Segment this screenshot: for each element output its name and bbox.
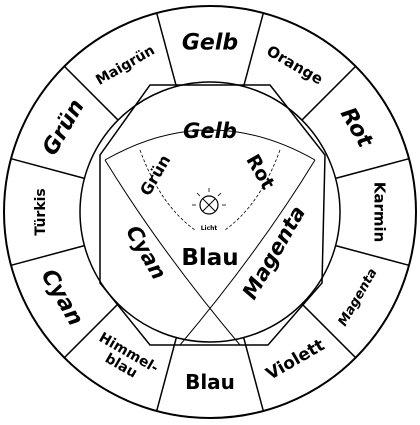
ring-divider: [335, 244, 410, 267]
center-small-label: Licht: [201, 225, 218, 232]
ring-divider: [10, 157, 85, 180]
ring-label-1: Orange: [264, 42, 327, 89]
lens-dashed-right: [224, 149, 281, 231]
lens-dashed-left: [139, 149, 196, 231]
lens-line-left: [104, 159, 241, 346]
ring-label-10: Grün: [38, 95, 90, 160]
ring-label-2: Rot: [335, 103, 378, 153]
ring-divider: [301, 65, 357, 121]
ring-label-6: Blau: [185, 370, 235, 394]
ring-divider: [63, 303, 119, 359]
ring-dividers: [10, 12, 410, 412]
lens-line-right: [179, 159, 316, 346]
lens-line-top: [104, 129, 316, 161]
inner-label-upper-left: Grün: [136, 152, 174, 199]
ring-label-7: Himmel-blau: [89, 330, 162, 390]
ring-divider: [242, 337, 265, 412]
ring-divider: [242, 12, 265, 87]
inner-label-right: Magenta: [238, 202, 311, 304]
inner-label-bottom: Blau: [181, 245, 238, 271]
inner-circle: [79, 81, 341, 343]
ring-divider: [301, 303, 357, 359]
ring-label-4: Magenta: [336, 266, 381, 329]
inner-label-top: Gelb: [183, 119, 237, 143]
outer-circle: [3, 5, 417, 419]
light-source-icon: [192, 188, 226, 215]
ring-label-5: Violett: [263, 335, 328, 384]
ring-label-8: Cyan: [36, 265, 88, 330]
inner-label-left: Cyan: [121, 221, 171, 283]
ring-divider: [63, 65, 119, 121]
ring-divider: [155, 12, 178, 87]
ring-label-11: Maigrün: [93, 42, 157, 88]
ring-divider: [10, 244, 85, 267]
ring-label-0: Gelb: [182, 31, 238, 56]
inner-label-upper-right: Rot: [241, 151, 278, 194]
ring-divider: [155, 337, 178, 412]
ring-label-9: Türkis: [33, 188, 49, 236]
ring-divider: [335, 157, 410, 180]
inner-hexagon: [99, 84, 326, 346]
ring-label-3: Karmin: [371, 182, 389, 243]
